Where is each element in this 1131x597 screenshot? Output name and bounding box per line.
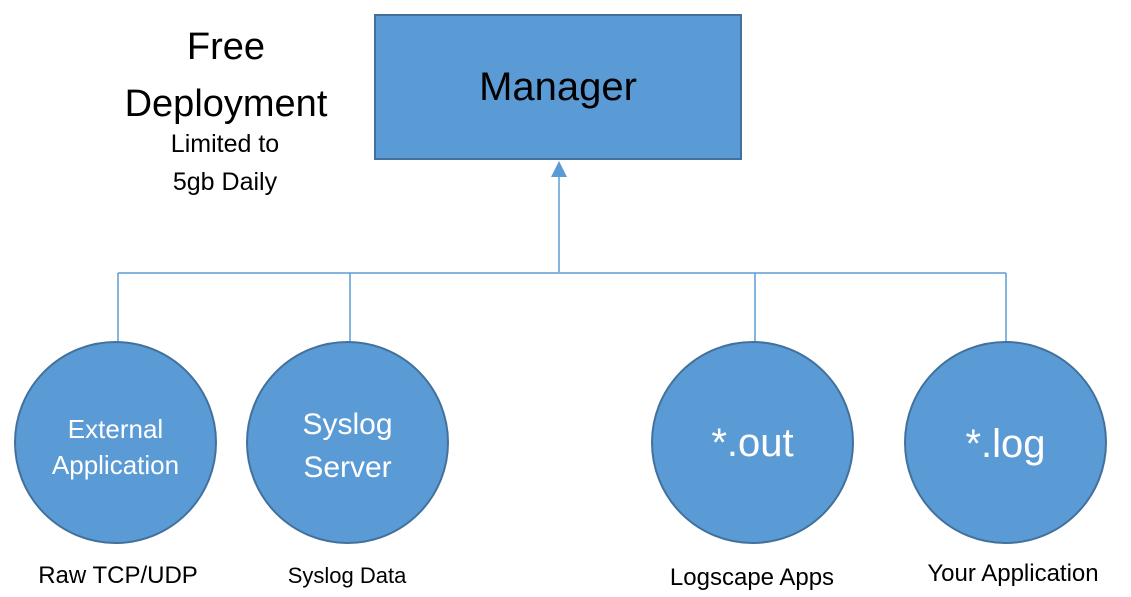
note-5gb-daily: 5gb Daily [172, 168, 278, 196]
node-syslog-line1: Syslog [302, 408, 393, 441]
manager-box: Manager [374, 14, 742, 160]
title-line-deployment: Deployment [124, 83, 328, 125]
caption-your-application: Your Application [927, 560, 1099, 587]
node-syslog-line2: Server [303, 451, 392, 484]
manager-label: Manager [479, 65, 637, 109]
caption-syslog-data: Syslog Data [287, 563, 407, 588]
node-external-application: External Application [14, 341, 217, 544]
caption-raw-tcp-udp: Raw TCP/UDP [38, 562, 198, 589]
node-external-line2: Application [51, 450, 180, 480]
node-syslog-server: Syslog Server [246, 341, 449, 544]
node-out-label: *.out [711, 421, 794, 465]
node-out-files: *.out [651, 341, 854, 544]
title-line-free: Free [186, 26, 266, 68]
arrowhead-icon [551, 161, 567, 177]
note-limited-to: Limited to [170, 130, 280, 158]
node-external-line1: External [67, 414, 164, 444]
node-log-label: *.log [965, 422, 1046, 466]
node-log-files: *.log [904, 341, 1107, 544]
caption-logscape-apps: Logscape Apps [669, 564, 835, 591]
